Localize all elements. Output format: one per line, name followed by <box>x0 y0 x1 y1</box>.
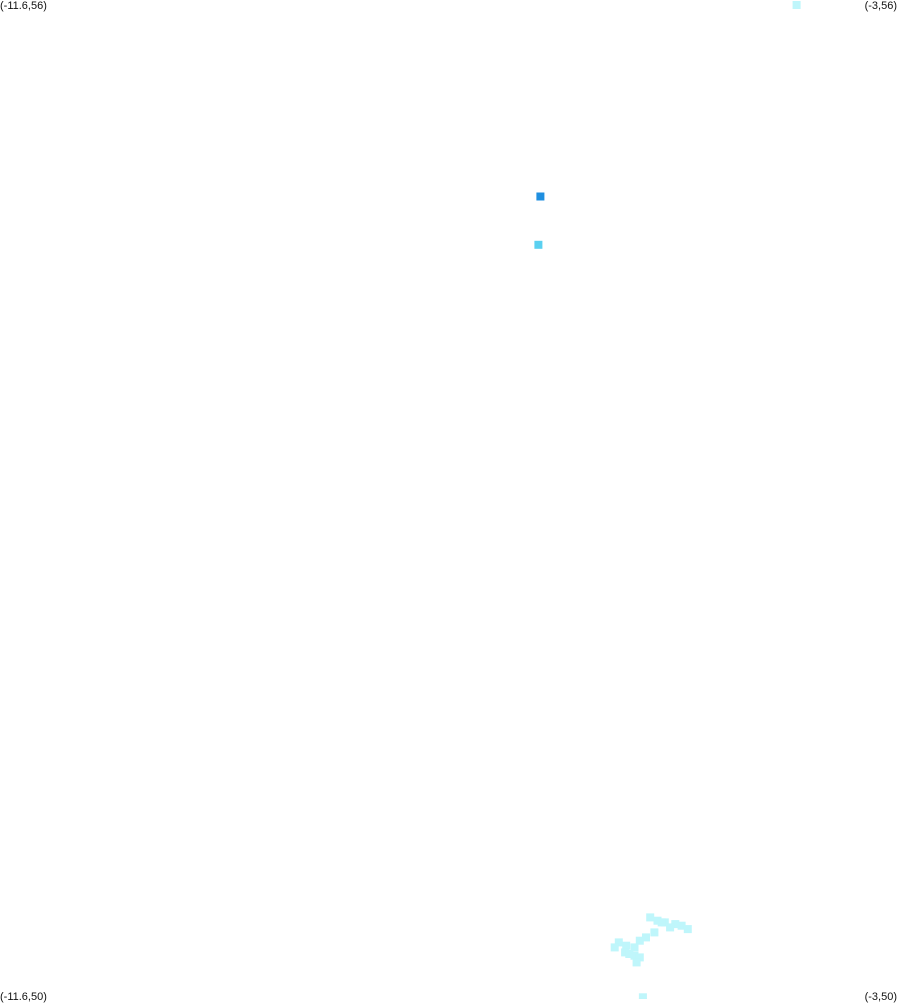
map-point-light <box>666 923 675 932</box>
map-point-light <box>683 925 692 934</box>
map-point-light <box>677 921 686 930</box>
map-point-light <box>622 941 631 950</box>
points-layer <box>534 1 801 999</box>
map-point-light <box>630 951 639 960</box>
map-point-light <box>621 948 630 957</box>
map-point-light <box>653 916 662 925</box>
map-point-light <box>657 918 666 927</box>
map-point-light <box>792 1 801 9</box>
map-point-light <box>638 993 647 999</box>
map-point-dark <box>536 192 545 201</box>
map-point-light <box>635 953 644 962</box>
map-point-light <box>671 920 680 929</box>
map-point-light <box>614 938 623 947</box>
map-point-light <box>646 913 655 922</box>
map-point-light <box>625 950 634 958</box>
corner-label-bottom-left: (-11.6,50) <box>0 991 47 1003</box>
corner-label-bottom-right: (-3,50) <box>864 991 897 1003</box>
map-point-light <box>610 943 619 952</box>
map-point-medium <box>534 240 543 249</box>
map-point-light <box>642 933 650 942</box>
map-point-light <box>635 936 644 945</box>
map-point-light <box>630 943 639 952</box>
corner-label-top-left: (-11.6,56) <box>0 0 47 12</box>
corner-label-top-right: (-3,56) <box>864 0 897 12</box>
map-point-light <box>632 958 641 967</box>
map-point-light <box>650 928 659 937</box>
